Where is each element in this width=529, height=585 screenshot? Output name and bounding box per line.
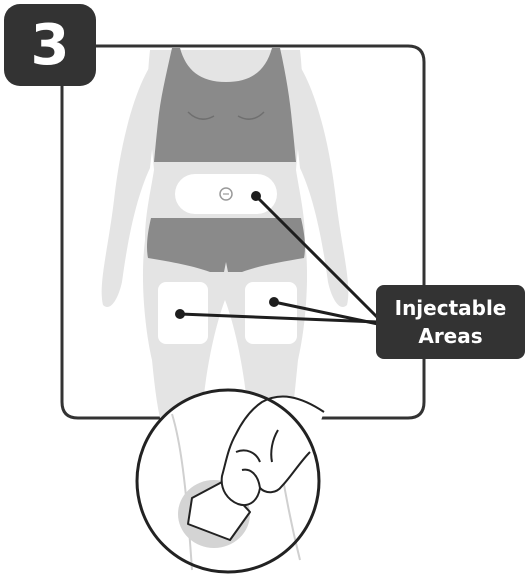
callout-line-2: Areas	[418, 322, 482, 350]
magnified-view	[137, 390, 324, 572]
right-thigh-marker-dot	[269, 297, 279, 307]
injectable-areas-callout: Injectable Areas	[376, 285, 525, 359]
left-thigh-marker-dot	[175, 309, 185, 319]
step-number-badge: 3	[4, 4, 96, 86]
abdomen-marker-dot	[251, 191, 261, 201]
right-thigh-injection-area	[245, 282, 297, 344]
callout-line-1: Injectable	[395, 294, 507, 322]
body-silhouette-icon	[102, 48, 349, 418]
step-number: 3	[31, 13, 70, 78]
